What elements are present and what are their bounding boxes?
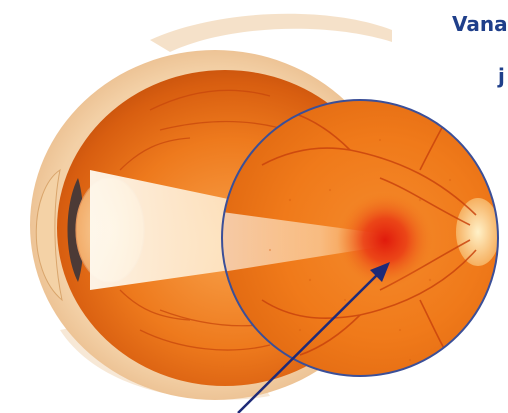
- optic-disc: [456, 198, 500, 266]
- caption-text-line-1: Vana: [452, 14, 508, 34]
- caption-text-line-2: j: [498, 66, 505, 86]
- outer-eye-shell: [150, 14, 392, 52]
- magnified-retina-view: [222, 100, 500, 376]
